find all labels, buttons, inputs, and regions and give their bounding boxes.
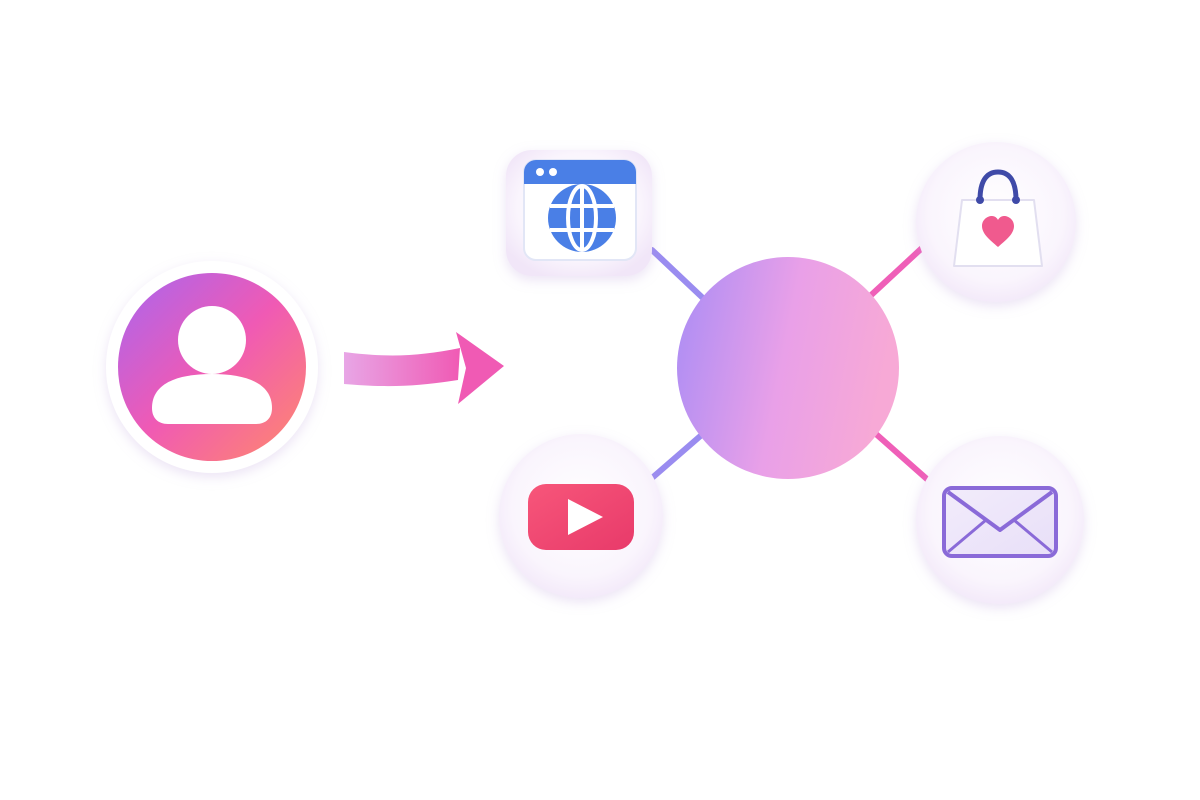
shopping-bag-heart-icon — [953, 169, 1043, 267]
user-avatar-icon — [152, 306, 272, 424]
arrow-icon — [344, 332, 504, 404]
edge-mail-hub — [873, 431, 931, 483]
edge-web-hub — [649, 247, 708, 303]
video-node — [499, 434, 663, 598]
video-play-icon — [528, 484, 634, 550]
edge-shop-hub — [865, 245, 925, 301]
shop-node — [916, 142, 1076, 302]
mail-node — [916, 436, 1084, 604]
web-node — [506, 150, 652, 276]
hub-circle — [677, 257, 899, 479]
browser-globe-icon — [523, 159, 637, 261]
envelope-icon — [942, 486, 1058, 558]
edge-video-hub — [649, 429, 708, 481]
user-node — [106, 261, 318, 473]
